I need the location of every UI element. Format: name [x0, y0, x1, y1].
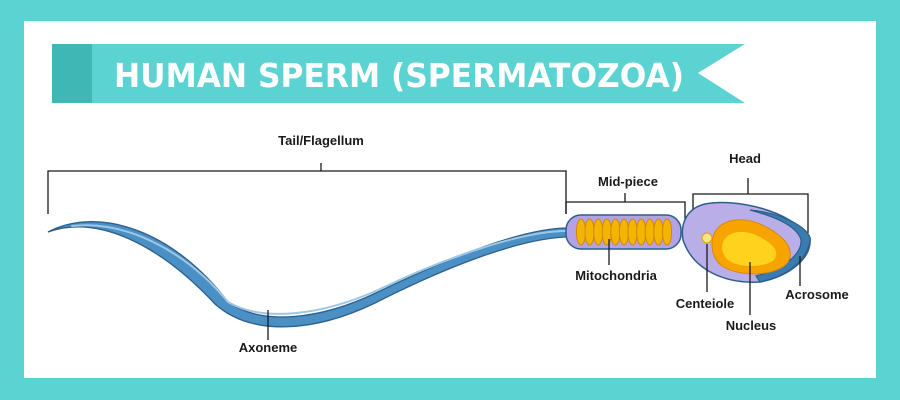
acrosome-label: Acrosome — [785, 287, 849, 302]
tail-label: Tail/Flagellum — [278, 133, 364, 148]
midpiece — [565, 214, 682, 250]
mitochondrion — [653, 218, 664, 246]
midpiece-bracket — [565, 193, 686, 226]
midpiece-label: Mid-piece — [598, 174, 658, 189]
tail-bracket — [47, 163, 567, 214]
banner-ribbon — [92, 44, 745, 103]
mitochondrion — [593, 218, 604, 246]
title-banner: HUMAN SPERM (SPERMATOZOA) — [52, 44, 745, 103]
mitochondrion — [636, 218, 647, 246]
page-title: HUMAN SPERM (SPERMATOZOA) — [114, 56, 684, 95]
nucleus-core — [722, 231, 777, 266]
head-label: Head — [729, 151, 761, 166]
axoneme-label: Axoneme — [239, 340, 298, 355]
acrosome-cap — [749, 209, 811, 283]
centriole — [701, 232, 713, 244]
mitochondrion — [610, 218, 621, 246]
tail-highlight — [71, 224, 567, 315]
mitochondria-group — [575, 218, 673, 246]
mitochondrion — [601, 218, 612, 246]
centriole-label: Centeiole — [676, 296, 735, 311]
head — [681, 201, 811, 283]
mitochondrion — [584, 218, 595, 246]
mitochondrion — [661, 218, 673, 246]
mitochondrion — [618, 218, 630, 246]
banner-left-tab — [52, 44, 92, 103]
mitochondrion — [627, 218, 638, 246]
brackets — [47, 163, 809, 233]
mitochondrion — [644, 218, 655, 246]
mitochondrion — [575, 218, 587, 246]
labels: Tail/Flagellum Mid-piece Head Mitochondr… — [239, 133, 849, 355]
mitochondria-label: Mitochondria — [575, 268, 657, 283]
nucleus-label: Nucleus — [726, 318, 777, 333]
leader-lines — [267, 239, 801, 340]
